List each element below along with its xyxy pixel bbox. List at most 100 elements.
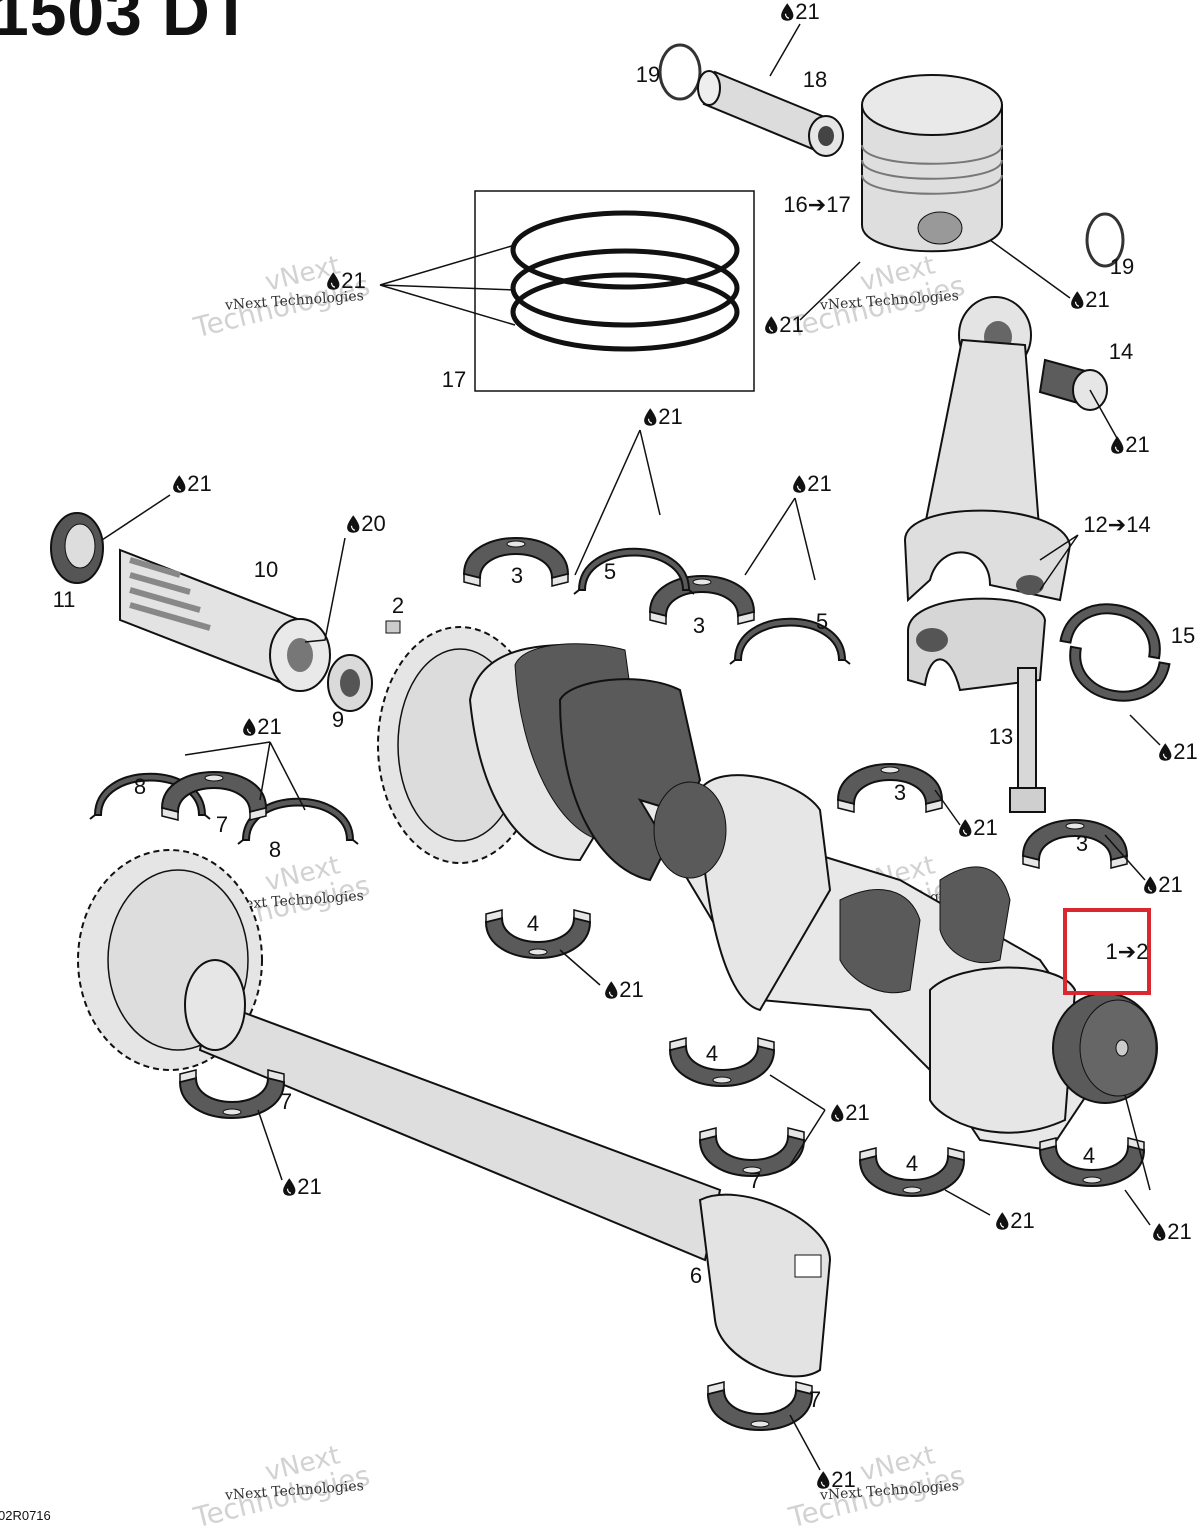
callout-text: 9	[331, 707, 345, 732]
oil-drop-icon	[793, 475, 806, 493]
part-callout: 6	[690, 1263, 702, 1289]
callout-text: 21	[1167, 1219, 1192, 1244]
part-callout: 3	[693, 613, 705, 639]
callout-text: 7	[279, 1089, 293, 1114]
connecting-rod-bolt	[1009, 667, 1046, 813]
part-callout: 1➔2	[1106, 939, 1149, 965]
callout-text: 21	[831, 1467, 856, 1492]
connecting-rod	[903, 296, 1072, 692]
oil-drop-icon	[605, 981, 618, 999]
balance-shaft-bearing-lower	[179, 1069, 285, 1119]
drawing-code: 02R0716	[0, 1508, 51, 1523]
diagram-title: 1503 DT	[0, 0, 253, 49]
callout-text: 21	[1173, 739, 1198, 764]
callout-text: 5	[815, 609, 829, 634]
part-callout: 10	[254, 557, 278, 583]
callout-text: 21	[187, 471, 212, 496]
part-callout: 3	[894, 780, 906, 806]
lubrication-callout: 21	[1152, 1219, 1192, 1245]
part-callout: 14	[1109, 339, 1133, 365]
callout-text: 6	[689, 1263, 703, 1288]
thrust-washer	[729, 617, 851, 665]
part-callout: 7	[809, 1387, 821, 1413]
part-callout: 4	[706, 1041, 718, 1067]
part-callout: 16➔17	[783, 192, 850, 218]
callout-text: 7	[748, 1168, 762, 1193]
part-callout: 4	[527, 911, 539, 937]
piston-pin-circlip	[1085, 212, 1125, 268]
part-callout: 3	[511, 563, 523, 589]
oil-drop-icon	[817, 1471, 830, 1489]
callout-text: 7	[215, 812, 229, 837]
piston-pin-circlip	[658, 43, 702, 101]
oil-drop-icon	[1153, 1223, 1166, 1241]
callout-text: 20	[361, 511, 386, 536]
callout-text: 21	[795, 0, 820, 24]
lubrication-callout: 21	[958, 815, 998, 841]
callout-text: 17	[441, 367, 467, 392]
balance-shaft	[184, 959, 832, 1378]
oil-drop-icon	[347, 515, 360, 533]
lubrication-callout: 21	[604, 977, 644, 1003]
part-callout: 8	[134, 774, 146, 800]
oil-seal	[50, 512, 104, 584]
lubrication-callout: 21	[995, 1208, 1035, 1234]
piston-ring-set-box	[474, 190, 755, 392]
oil-drop-icon	[1071, 291, 1084, 309]
callout-text: 3	[893, 780, 907, 805]
lubrication-callout: 21	[172, 471, 212, 497]
callout-text: 21	[1158, 872, 1183, 897]
lubrication-callout: 21	[643, 404, 683, 430]
lubrication-callout: 21	[1143, 872, 1183, 898]
piston-pin	[697, 70, 844, 157]
part-callout: 4	[1083, 1143, 1095, 1169]
oil-drop-icon	[644, 408, 657, 426]
part-callout: 4	[906, 1151, 918, 1177]
callout-text: 21	[341, 268, 366, 293]
piston-rings	[510, 210, 740, 352]
callout-text: 21	[973, 815, 998, 840]
callout-text: 21	[845, 1100, 870, 1125]
callout-text: 8	[268, 837, 282, 862]
callout-text: 21	[1085, 287, 1110, 312]
oil-drop-icon	[1111, 436, 1124, 454]
oil-drop-icon	[959, 819, 972, 837]
leader-lines	[101, 23, 1161, 1471]
callout-text: 21	[297, 1174, 322, 1199]
callout-text: 7	[808, 1387, 822, 1412]
callout-text: 19	[1109, 254, 1135, 279]
lubrication-callout: 21	[1158, 739, 1198, 765]
callout-text: 5	[603, 559, 617, 584]
drive-shaft-sleeve	[119, 548, 331, 692]
callout-text: 11	[52, 587, 76, 612]
callout-text: 15	[1170, 623, 1196, 648]
lubrication-callout: 21	[1070, 287, 1110, 313]
callout-text: 18	[802, 67, 828, 92]
lubrication-callout: 21	[816, 1467, 856, 1493]
sprocket-hub	[327, 654, 373, 712]
oil-drop-icon	[173, 475, 186, 493]
callout-text: 4	[705, 1041, 719, 1066]
main-bearing-upper	[837, 763, 943, 813]
callout-text: 3	[1075, 831, 1089, 856]
callout-text: 3	[692, 613, 706, 638]
part-callout: 15	[1171, 623, 1195, 649]
lubrication-callout: 21	[1110, 432, 1150, 458]
part-callout: 7	[280, 1089, 292, 1115]
part-callout: 19	[1110, 254, 1134, 280]
lubrication-callout: 21	[282, 1174, 322, 1200]
part-callout: 17	[442, 367, 466, 393]
part-callout: 12➔14	[1083, 512, 1150, 538]
callout-text: 21	[257, 714, 282, 739]
part-callout: 3	[1076, 831, 1088, 857]
balance-shaft-bearing-lower	[707, 1381, 813, 1431]
callout-text: 2	[391, 593, 405, 618]
piston	[861, 74, 1003, 253]
lubrication-callout: 21	[242, 714, 282, 740]
oil-drop-icon	[996, 1212, 1009, 1230]
callout-text: 10	[253, 557, 279, 582]
callout-text: 8	[133, 774, 147, 799]
oil-drop-icon	[327, 272, 340, 290]
